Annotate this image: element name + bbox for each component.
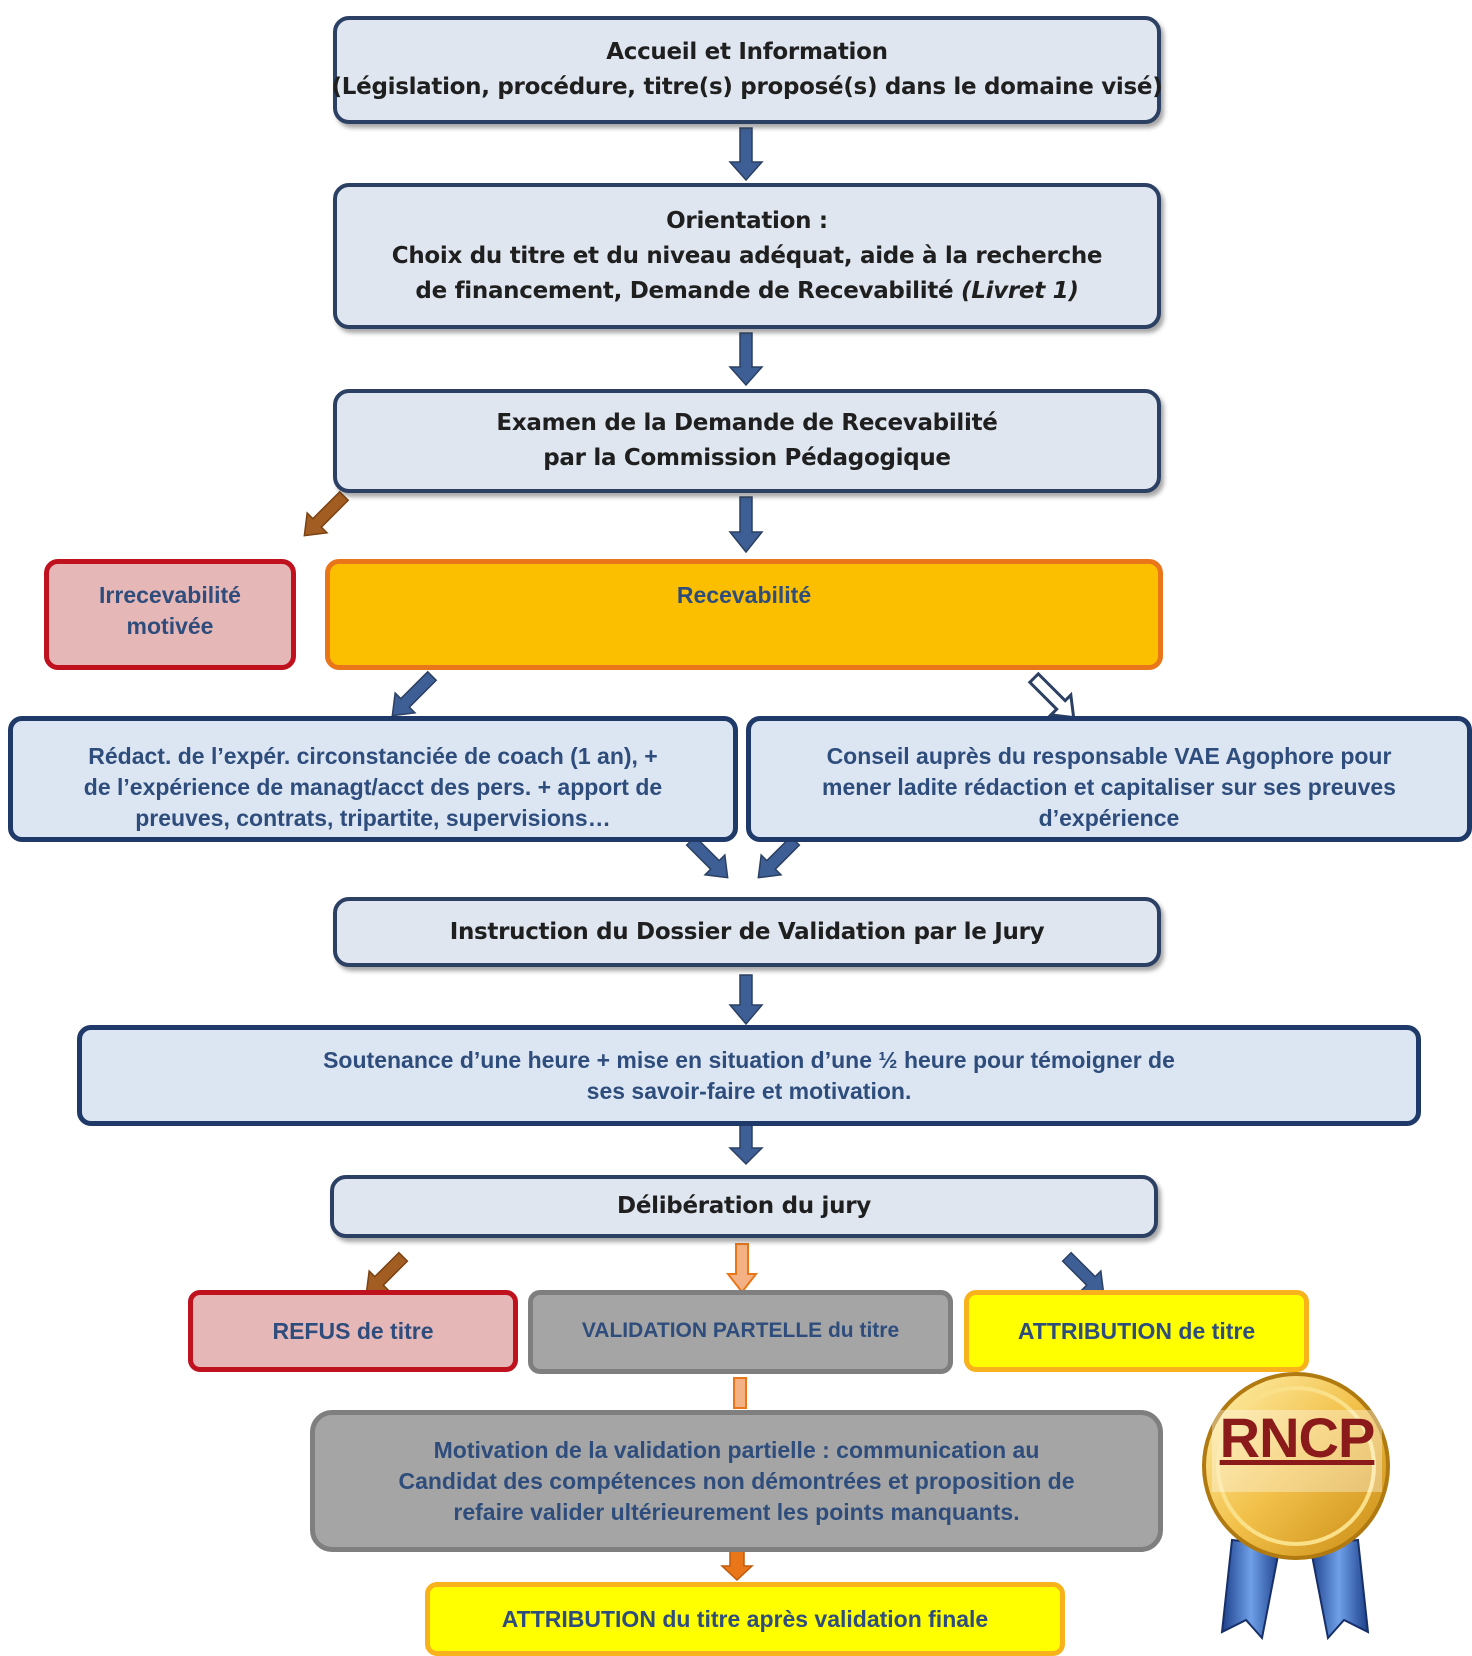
step-instruction: Instruction du Dossier de Validation par… (333, 897, 1161, 967)
arrow-down-motivation (733, 1377, 747, 1409)
soutenance-line-2: ses savoir-faire et motivation. (586, 1077, 912, 1104)
orientation-livret: (Livret 1) (961, 277, 1079, 304)
orientation-detail-2: de financement, Demande de Recevabilité … (415, 274, 1078, 309)
irrecevabilite-line-1: Irrecevabilité (99, 582, 241, 608)
attribution-finale-label: ATTRIBUTION du titre après validation fi… (501, 1605, 989, 1632)
orientation-detail-1: Choix du titre et du niveau adéquat, aid… (391, 242, 1103, 269)
step-redaction: Rédact. de l’expér. circonstanciée de co… (8, 716, 738, 842)
orientation-detail-2-text: de financement, Demande de Recevabilité (415, 277, 954, 304)
step-accueil: Accueil et Information (Législation, pro… (331, 16, 1163, 124)
accueil-detail: (Législation, procédure, titre(s) propos… (331, 74, 1163, 100)
outcome-refus: REFUS de titre (188, 1290, 518, 1372)
motivation-line-1: Motivation de la validation partielle : … (433, 1436, 1040, 1463)
step-conseil: Conseil auprès du responsable VAE Agopho… (746, 716, 1472, 842)
arrow-diagonal-conseil (1027, 671, 1076, 720)
step-motivation: Motivation de la validation partielle : … (310, 1410, 1163, 1552)
irrecevabilite-line-2: motivée (126, 613, 214, 639)
outcome-attribution: ATTRIBUTION de titre (964, 1290, 1309, 1372)
arrow-diagonal-attribution (1061, 1251, 1105, 1295)
step-examen: Examen de la Demande de Recevabilité par… (333, 389, 1161, 493)
step-deliberation: Délibération du jury (330, 1175, 1158, 1238)
redaction-line-1: Rédact. de l’expér. circonstanciée de co… (88, 743, 658, 769)
redaction-line-2: de l’expérience de managt/acct des pers.… (83, 774, 663, 800)
recevabilite-label: Recevabilité (676, 582, 812, 608)
step-attribution-finale: ATTRIBUTION du titre après validation fi… (425, 1582, 1065, 1656)
examen-line-1: Examen de la Demande de Recevabilité (496, 410, 998, 436)
arrow-down-1 (728, 127, 764, 182)
arrow-down-4 (728, 974, 764, 1026)
step-recevabilite: Recevabilité (325, 559, 1163, 670)
examen-line-2: par la Commission Pédagogique (543, 445, 951, 471)
accueil-title: Accueil et Information (606, 39, 888, 65)
step-orientation: Orientation : Choix du titre et du nivea… (333, 183, 1161, 329)
refus-label: REFUS de titre (272, 1317, 434, 1344)
deliberation-label: Délibération du jury (617, 1193, 871, 1219)
attribution-label: ATTRIBUTION de titre (1017, 1317, 1256, 1344)
arrow-down-validation (725, 1243, 759, 1294)
motivation-line-3: refaire valider ultérieurement les point… (453, 1498, 1020, 1525)
arrow-down-3 (728, 496, 764, 554)
arrow-diagonal-redaction (391, 670, 438, 717)
instruction-label: Instruction du Dossier de Validation par… (449, 918, 1045, 945)
conseil-line-3: d’expérience (1038, 805, 1180, 831)
step-irrecevabilite: Irrecevabilité motivée (44, 559, 296, 670)
arrow-down-2 (728, 332, 764, 387)
conseil-line-1: Conseil auprès du responsable VAE Agopho… (826, 743, 1392, 769)
motivation-line-2: Candidat des compétences non démontrées … (398, 1467, 1075, 1494)
conseil-line-2: mener ladite rédaction et capitaliser su… (822, 774, 1396, 800)
step-soutenance: Soutenance d’une heure + mise en situati… (77, 1025, 1421, 1126)
rncp-badge-text: RNCP (1219, 1406, 1376, 1469)
outcome-validation-partielle: VALIDATION PARTELLE du titre (528, 1290, 953, 1374)
rncp-medal-icon (1202, 1372, 1390, 1641)
soutenance-line-1: Soutenance d’une heure + mise en situati… (323, 1046, 1175, 1073)
arrow-down-5 (728, 1124, 764, 1166)
redaction-line-3: preuves, contrats, tripartite, supervisi… (135, 805, 611, 831)
arrow-converge-right (757, 835, 801, 879)
orientation-title: Orientation : (666, 207, 828, 234)
arrow-down-finale (720, 1549, 754, 1582)
arrow-diagonal-irrecevabilite (303, 490, 350, 537)
validation-partielle-label: VALIDATION PARTELLE du titre (581, 1319, 900, 1342)
